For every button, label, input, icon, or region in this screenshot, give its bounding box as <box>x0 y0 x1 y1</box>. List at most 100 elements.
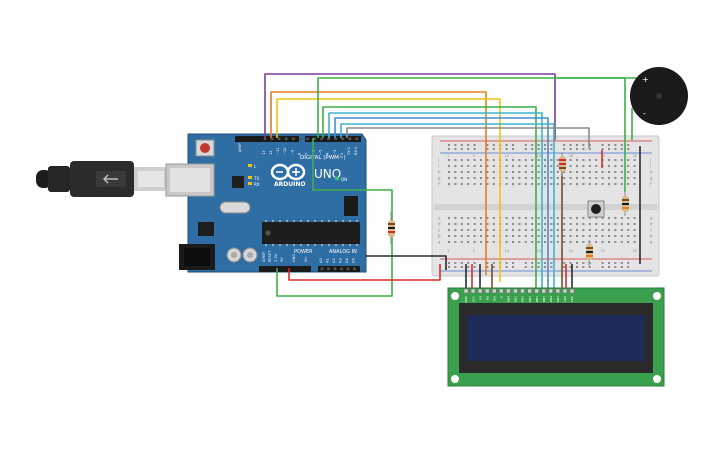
breadboard-hole[interactable] <box>614 171 617 173</box>
rail-hole[interactable] <box>486 262 489 264</box>
breadboard-hole[interactable] <box>512 159 514 161</box>
resistor-bottom[interactable] <box>586 240 593 266</box>
rail-hole[interactable] <box>505 144 508 146</box>
breadboard-hole[interactable] <box>454 183 457 185</box>
rail-hole[interactable] <box>512 266 514 268</box>
breadboard-hole[interactable] <box>524 229 527 231</box>
breadboard-hole[interactable] <box>473 217 476 219</box>
breadboard-hole[interactable] <box>531 183 534 185</box>
rail-hole[interactable] <box>544 148 546 150</box>
breadboard-hole[interactable] <box>505 177 508 179</box>
rail-hole[interactable] <box>460 148 463 150</box>
rail-hole[interactable] <box>550 262 553 264</box>
breadboard-hole[interactable] <box>563 223 566 225</box>
breadboard-hole[interactable] <box>467 235 470 237</box>
rail-hole[interactable] <box>588 148 591 150</box>
rail-hole[interactable] <box>448 266 450 268</box>
breadboard-hole[interactable] <box>460 177 463 179</box>
breadboard-hole[interactable] <box>537 223 540 225</box>
breadboard-hole[interactable] <box>620 159 623 161</box>
breadboard-hole[interactable] <box>448 183 450 185</box>
breadboard-hole[interactable] <box>537 159 540 161</box>
lcd-pin[interactable] <box>520 288 525 294</box>
rail-hole[interactable] <box>627 148 630 150</box>
digital-pin[interactable] <box>355 137 359 141</box>
rail-hole[interactable] <box>512 148 514 150</box>
digital-pin[interactable] <box>270 137 274 141</box>
rail-hole[interactable] <box>614 144 617 146</box>
breadboard-hole[interactable] <box>473 223 476 225</box>
breadboard-hole[interactable] <box>512 235 514 237</box>
rail-hole[interactable] <box>531 144 534 146</box>
rail-hole[interactable] <box>627 262 630 264</box>
breadboard-hole[interactable] <box>582 217 585 219</box>
lcd-pin[interactable] <box>555 288 561 294</box>
breadboard-hole[interactable] <box>524 177 527 179</box>
breadboard-hole[interactable] <box>454 217 457 219</box>
breadboard-hole[interactable] <box>556 241 559 243</box>
rail-hole[interactable] <box>576 144 578 146</box>
breadboard-hole[interactable] <box>512 165 514 167</box>
breadboard-hole[interactable] <box>582 235 585 237</box>
breadboard-hole[interactable] <box>620 217 623 219</box>
breadboard-hole[interactable] <box>473 171 476 173</box>
breadboard-hole[interactable] <box>454 165 457 167</box>
breadboard-hole[interactable] <box>460 171 463 173</box>
digital-pin[interactable] <box>299 137 302 141</box>
breadboard-hole[interactable] <box>627 183 630 185</box>
rail-hole[interactable] <box>601 148 604 150</box>
breadboard-hole[interactable] <box>620 165 623 167</box>
rail-hole[interactable] <box>601 262 604 264</box>
digital-pin[interactable] <box>348 137 352 141</box>
rail-hole[interactable] <box>620 144 623 146</box>
breadboard-hole[interactable] <box>467 171 470 173</box>
breadboard-hole[interactable] <box>627 241 630 243</box>
breadboard-hole[interactable] <box>550 177 553 179</box>
breadboard-hole[interactable] <box>550 235 553 237</box>
breadboard-hole[interactable] <box>576 177 578 179</box>
breadboard-hole[interactable] <box>620 223 623 225</box>
rail-hole[interactable] <box>569 148 572 150</box>
breadboard-hole[interactable] <box>537 177 540 179</box>
reset-button[interactable] <box>200 143 210 153</box>
breadboard-hole[interactable] <box>582 183 585 185</box>
breadboard-hole[interactable] <box>633 241 636 243</box>
rail-hole[interactable] <box>467 262 470 264</box>
breadboard-hole[interactable] <box>473 177 476 179</box>
breadboard-hole[interactable] <box>576 217 578 219</box>
breadboard-hole[interactable] <box>588 177 591 179</box>
rail-hole[interactable] <box>608 144 610 146</box>
breadboard-hole[interactable] <box>473 235 476 237</box>
breadboard-hole[interactable] <box>512 223 514 225</box>
digital-pin[interactable] <box>313 137 316 141</box>
breadboard-hole[interactable] <box>524 235 527 237</box>
breadboard-hole[interactable] <box>480 241 482 243</box>
breadboard-hole[interactable] <box>608 235 610 237</box>
breadboard-hole[interactable] <box>518 241 521 243</box>
rail-hole[interactable] <box>576 148 578 150</box>
breadboard-hole[interactable] <box>505 217 508 219</box>
breadboard-hole[interactable] <box>460 223 463 225</box>
wire-teal-pin5[interactable] <box>328 112 543 290</box>
breadboard-hole[interactable] <box>576 171 578 173</box>
breadboard-holes[interactable] <box>448 144 636 268</box>
breadboard-hole[interactable] <box>544 165 546 167</box>
breadboard-hole[interactable] <box>588 165 591 167</box>
breadboard-hole[interactable] <box>569 183 572 185</box>
breadboard-hole[interactable] <box>480 165 482 167</box>
rail-hole[interactable] <box>588 262 591 264</box>
breadboard-hole[interactable] <box>588 223 591 225</box>
breadboard-hole[interactable] <box>633 223 636 225</box>
resistor-top[interactable] <box>559 152 566 176</box>
breadboard-hole[interactable] <box>492 217 495 219</box>
rail-hole[interactable] <box>550 148 553 150</box>
analog-pin[interactable] <box>353 267 356 271</box>
breadboard-hole[interactable] <box>454 223 457 225</box>
breadboard-hole[interactable] <box>454 241 457 243</box>
breadboard-hole[interactable] <box>544 217 546 219</box>
rail-hole[interactable] <box>582 262 585 264</box>
breadboard-hole[interactable] <box>531 159 534 161</box>
breadboard-hole[interactable] <box>608 223 610 225</box>
breadboard-hole[interactable] <box>608 241 610 243</box>
breadboard-hole[interactable] <box>512 229 514 231</box>
